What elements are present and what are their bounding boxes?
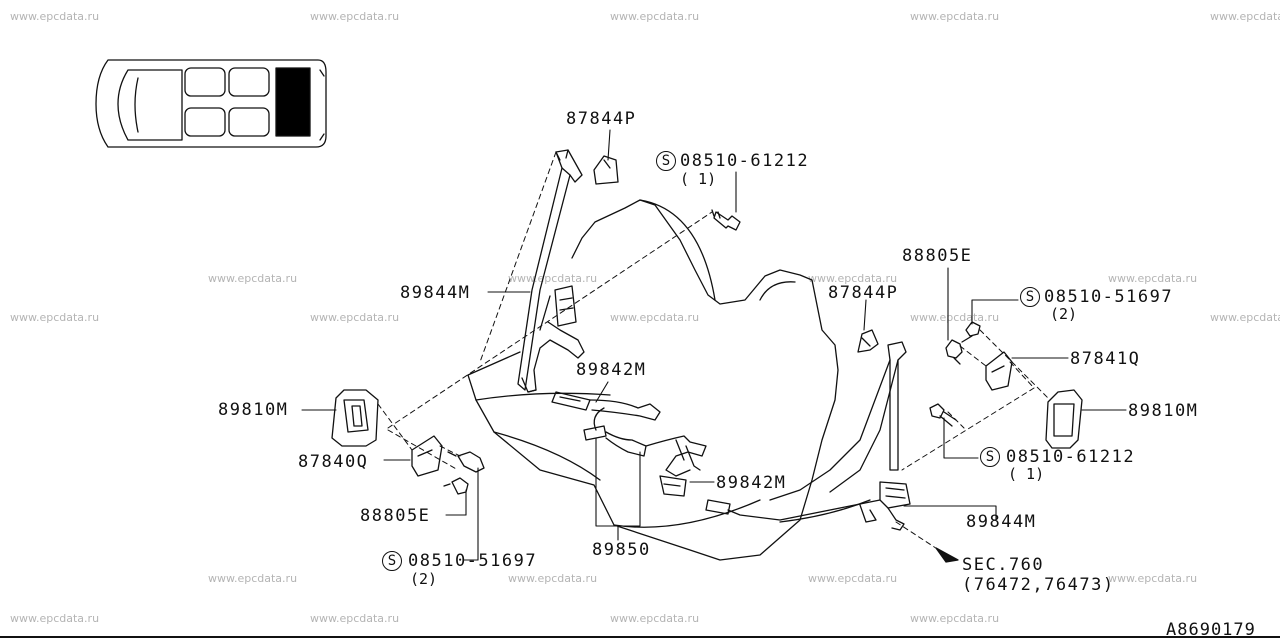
retractor-cover-icon bbox=[332, 390, 1082, 448]
watermark: www.epcdata.ru bbox=[610, 612, 700, 625]
section-ref-detail: (76472,76473) bbox=[962, 575, 1115, 595]
watermark: www.epcdata.ru bbox=[310, 10, 400, 23]
label-screw-left-number: 08510-51697 bbox=[408, 551, 538, 571]
standard-part-icon: S bbox=[382, 551, 402, 571]
label-screw-left-qty: (2) bbox=[410, 570, 438, 588]
label-87840Q: 87840Q bbox=[298, 452, 369, 472]
watermark: www.epcdata.ru bbox=[508, 272, 598, 285]
label-screw-right-qty: (2) bbox=[1050, 305, 1078, 323]
watermark: www.epcdata.ru bbox=[1210, 311, 1280, 324]
watermark: www.epcdata.ru bbox=[1108, 572, 1198, 585]
label-89810M-left: 89810M bbox=[218, 400, 289, 420]
watermark: www.epcdata.ru bbox=[910, 612, 1000, 625]
label-bolt-right-qty: ( 1) bbox=[1008, 465, 1045, 483]
label-89842M-top: 89842M bbox=[576, 360, 647, 380]
seat-belt-icon bbox=[706, 342, 910, 530]
watermark: www.epcdata.ru bbox=[1210, 10, 1280, 23]
standard-part-icon: S bbox=[1020, 287, 1040, 307]
standard-part-icon: S bbox=[656, 151, 676, 171]
watermark: www.epcdata.ru bbox=[10, 612, 100, 625]
watermark: www.epcdata.ru bbox=[610, 10, 700, 23]
label-89850: 89850 bbox=[592, 540, 651, 560]
bolt-icon bbox=[448, 210, 980, 472]
mounting-line bbox=[378, 152, 1050, 556]
label-89844M-left: 89844M bbox=[400, 283, 471, 303]
standard-part-icon: S bbox=[980, 447, 1000, 467]
label-bolt-top-qty: ( 1) bbox=[680, 170, 717, 188]
watermark: www.epcdata.ru bbox=[808, 572, 898, 585]
label-87841Q: 87841Q bbox=[1070, 349, 1141, 369]
seat-belt-icon bbox=[518, 150, 584, 392]
clip-icon bbox=[444, 340, 962, 494]
label-89810M-right: 89810M bbox=[1128, 401, 1199, 421]
leader-line bbox=[302, 130, 1126, 560]
label-screw-right-number: 08510-51697 bbox=[1044, 287, 1174, 307]
watermark: www.epcdata.ru bbox=[910, 311, 1000, 324]
label-88805E-right: 88805E bbox=[902, 246, 973, 266]
bracket-icon bbox=[412, 352, 1012, 476]
section-ref-label[interactable]: SEC.760 bbox=[962, 555, 1045, 575]
label-bolt-top-number: 08510-61212 bbox=[680, 151, 810, 171]
watermark: www.epcdata.ru bbox=[910, 10, 1000, 23]
watermark: www.epcdata.ru bbox=[610, 311, 700, 324]
rear-seat-outline bbox=[468, 200, 838, 560]
watermark: www.epcdata.ru bbox=[808, 272, 898, 285]
label-87844P-top: 87844P bbox=[566, 109, 637, 129]
belt-cover-icon bbox=[594, 156, 878, 352]
label-87844P-right: 87844P bbox=[828, 283, 899, 303]
diagram-code: A8690179 bbox=[1166, 620, 1256, 640]
watermark: www.epcdata.ru bbox=[310, 311, 400, 324]
arrow-icon bbox=[936, 548, 958, 562]
bottom-border bbox=[0, 636, 1280, 638]
label-88805E-left: 88805E bbox=[360, 506, 431, 526]
watermark: www.epcdata.ru bbox=[10, 311, 100, 324]
label-89844M-right: 89844M bbox=[966, 512, 1037, 532]
buckle-icon bbox=[552, 392, 706, 496]
watermark: www.epcdata.ru bbox=[1108, 272, 1198, 285]
watermark: www.epcdata.ru bbox=[508, 572, 598, 585]
watermark: www.epcdata.ru bbox=[208, 272, 298, 285]
vehicle-top-view-icon bbox=[96, 60, 326, 147]
watermark: www.epcdata.ru bbox=[310, 612, 400, 625]
watermark: www.epcdata.ru bbox=[10, 10, 100, 23]
label-bolt-right-number: 08510-61212 bbox=[1006, 447, 1136, 467]
label-89842M-right: 89842M bbox=[716, 473, 787, 493]
watermark: www.epcdata.ru bbox=[208, 572, 298, 585]
